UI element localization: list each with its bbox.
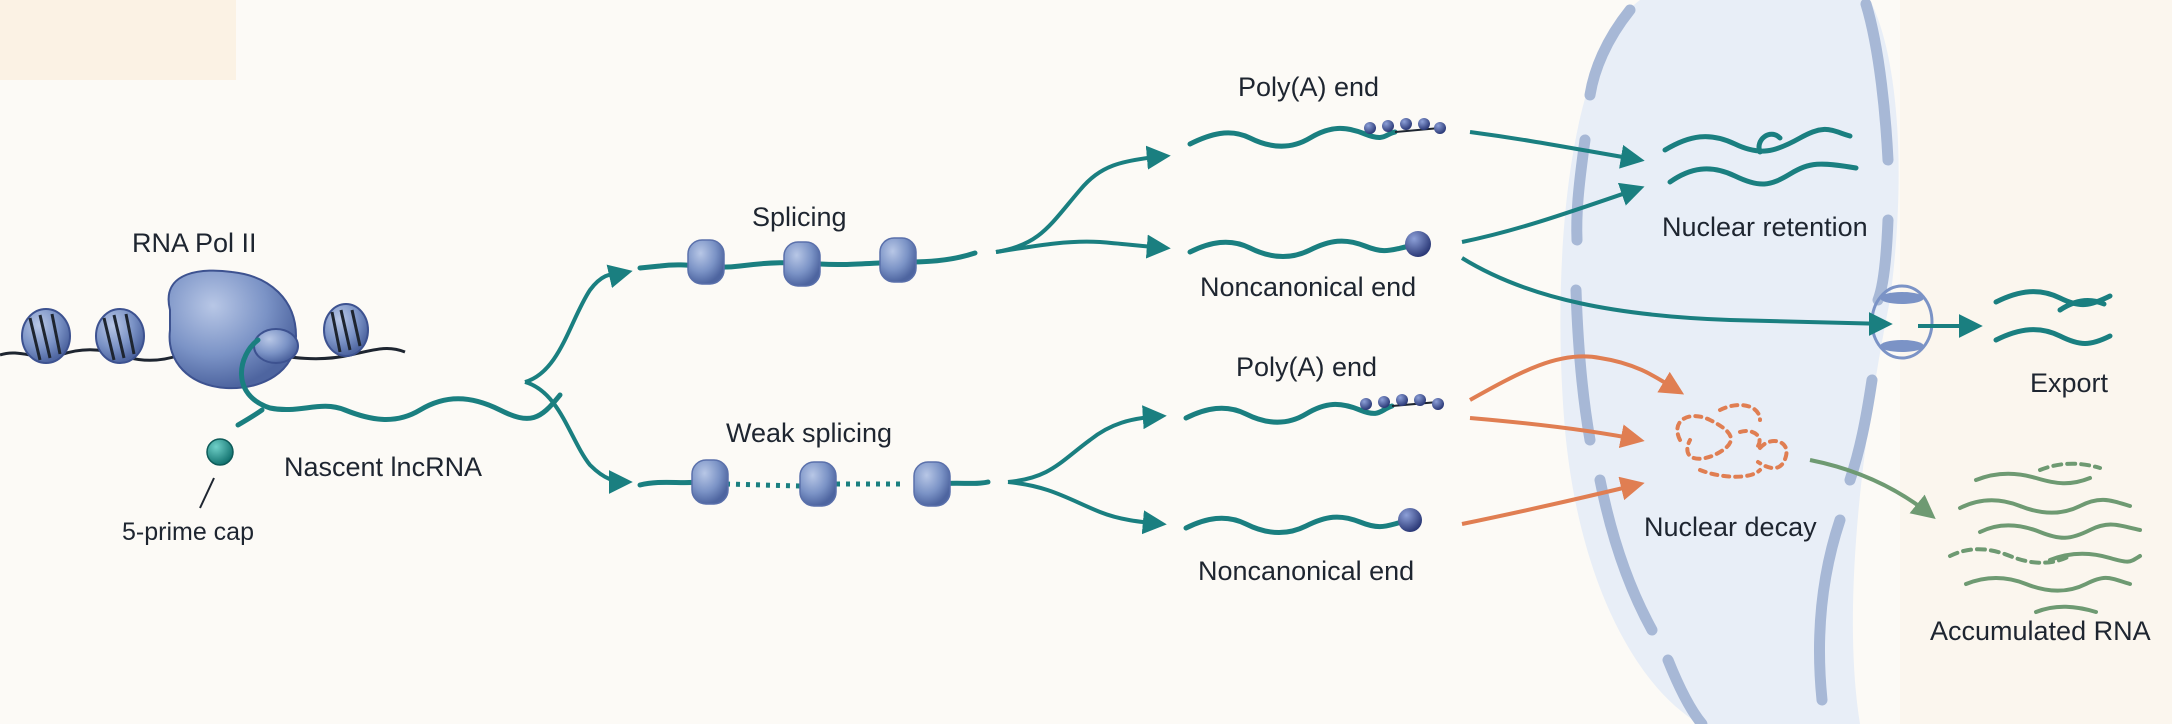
noncanonical-transcript-bottom — [1183, 508, 1422, 536]
branch-to-polya-top — [995, 145, 1171, 254]
label-rna-pol-ii: RNA Pol II — [132, 228, 257, 258]
nucleosome — [95, 308, 145, 364]
polya-transcript-top — [1187, 118, 1446, 149]
arrow-decay-to-accumulated — [1809, 458, 1936, 520]
branch-to-weak-splicing — [524, 380, 633, 494]
decaying-rna — [1675, 403, 1789, 479]
arrow-polya-to-retention — [1469, 130, 1645, 169]
label-weak-splicing: Weak splicing — [726, 418, 893, 448]
label-noncanonical-end-bottom: Noncanonical end — [1198, 556, 1415, 586]
nucleosome — [21, 308, 71, 364]
noncanonical-transcript-top — [1187, 231, 1431, 260]
exported-rna — [1993, 289, 2113, 346]
arrow-polya-to-decay — [1469, 416, 1645, 449]
cap-tether — [235, 407, 265, 428]
arrow-polya-to-decay-upper — [1469, 354, 1685, 402]
label-5-prime-cap: 5-prime cap — [122, 518, 254, 546]
arrow-noncanonical-to-retention — [1461, 182, 1645, 244]
five-prime-cap — [206, 438, 234, 466]
accumulated-rna — [1948, 461, 2142, 614]
branch-to-polya-bottom — [1007, 405, 1167, 484]
label-splicing: Splicing — [752, 202, 847, 232]
arrow-noncanonical-to-decay — [1461, 476, 1645, 526]
nuclear-envelope-outer — [1570, 4, 1708, 724]
branch-to-noncanonical-bottom — [1007, 480, 1167, 535]
cytoplasm-region — [1900, 0, 2172, 724]
label-nuclear-decay: Nuclear decay — [1644, 512, 1817, 542]
nucleus — [1560, 0, 1934, 724]
label-polya-end-bottom: Poly(A) end — [1236, 352, 1378, 382]
branch-to-noncanonical-top — [995, 234, 1171, 259]
label-polya-end-top: Poly(A) end — [1238, 72, 1380, 102]
rna-polymerase-ii — [167, 269, 299, 390]
cap-pointer — [199, 477, 215, 509]
nascent-lncrna-strand — [239, 337, 563, 422]
label-nuclear-retention: Nuclear retention — [1662, 212, 1868, 242]
weakly-spliced-transcript — [637, 459, 991, 507]
polya-transcript-bottom — [1183, 394, 1444, 425]
retained-rna — [1662, 127, 1859, 187]
label-nascent-lncrna: Nascent lncRNA — [284, 452, 483, 482]
spliced-transcript — [637, 237, 978, 287]
label-accumulated-rna: Accumulated RNA — [1930, 616, 2151, 646]
nucleosome — [323, 303, 369, 357]
label-noncanonical-end-top: Noncanonical end — [1200, 272, 1417, 302]
label-export: Export — [2030, 368, 2109, 398]
corner-panel — [0, 0, 236, 80]
arrow-noncanonical-to-export — [1460, 256, 1893, 336]
branch-to-splicing — [524, 264, 633, 384]
